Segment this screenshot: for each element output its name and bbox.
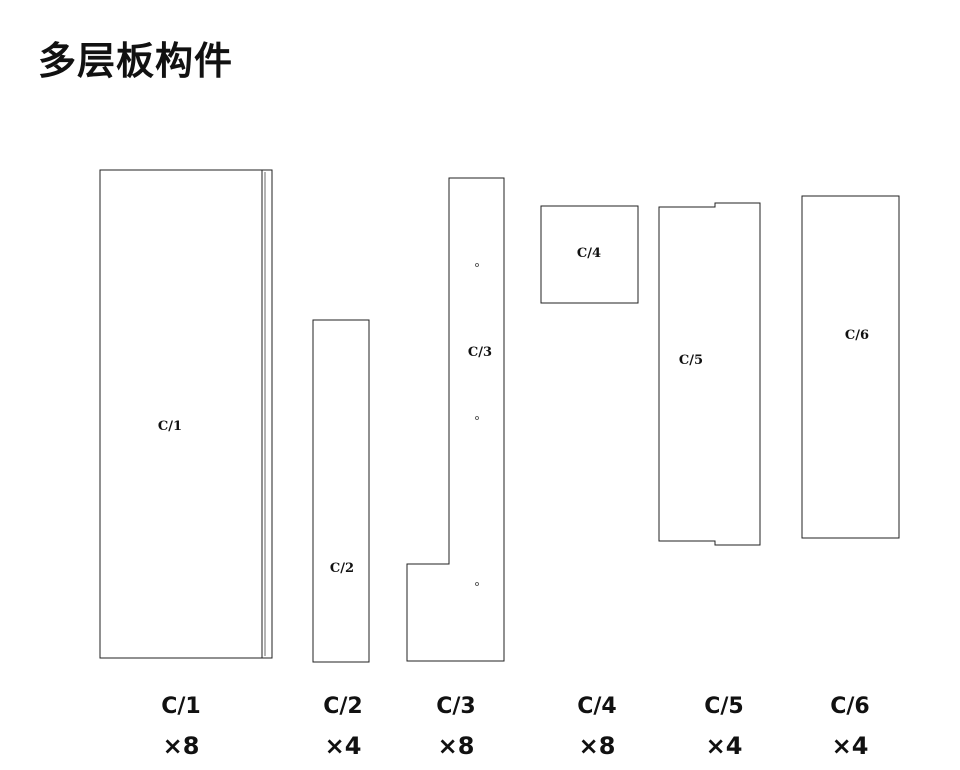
part-c6-quantity: ×4 [831,732,869,760]
part-c4-quantity: ×8 [578,732,616,760]
part-c6-shape: C/6 [801,195,900,539]
hole-marker [475,582,479,586]
hole-marker [475,263,479,267]
part-c5-label: C/5 [679,353,703,368]
part-c2-quantity: ×4 [324,732,362,760]
part-c2-label: C/2 [330,561,354,576]
part-c1-shape: C/1 [99,169,273,659]
part-c2-name: C/2 [323,694,363,719]
part-c5-quantity: ×4 [705,732,743,760]
part-c4-label: C/4 [577,246,601,261]
part-c5-name: C/5 [704,694,744,719]
part-c6-name: C/6 [830,694,870,719]
part-c3-shape: C/3 [406,177,505,662]
part-c6-caption: C/6 ×4 [810,694,890,760]
part-c1-label: C/1 [158,419,182,434]
part-c5-caption: C/5 ×4 [684,694,764,760]
page-title: 多层板构件 [38,39,234,83]
part-c5-shape: C/5 [658,202,761,546]
part-c4-shape: C/4 [540,205,639,304]
part-c1-name: C/1 [161,694,201,719]
part-c2-shape: C/2 [312,319,370,663]
part-c3-name: C/3 [436,694,476,719]
part-c3-quantity: ×8 [437,732,475,760]
part-c3-caption: C/3 ×8 [416,694,496,760]
hole-marker [475,416,479,420]
part-c4-name: C/4 [577,694,617,719]
part-c6-label: C/6 [845,328,869,343]
part-c1-quantity: ×8 [162,732,200,760]
part-c4-caption: C/4 ×8 [557,694,637,760]
part-c2-caption: C/2 ×4 [303,694,383,760]
part-c1-caption: C/1 ×8 [141,694,221,760]
part-c3-label: C/3 [468,345,492,360]
